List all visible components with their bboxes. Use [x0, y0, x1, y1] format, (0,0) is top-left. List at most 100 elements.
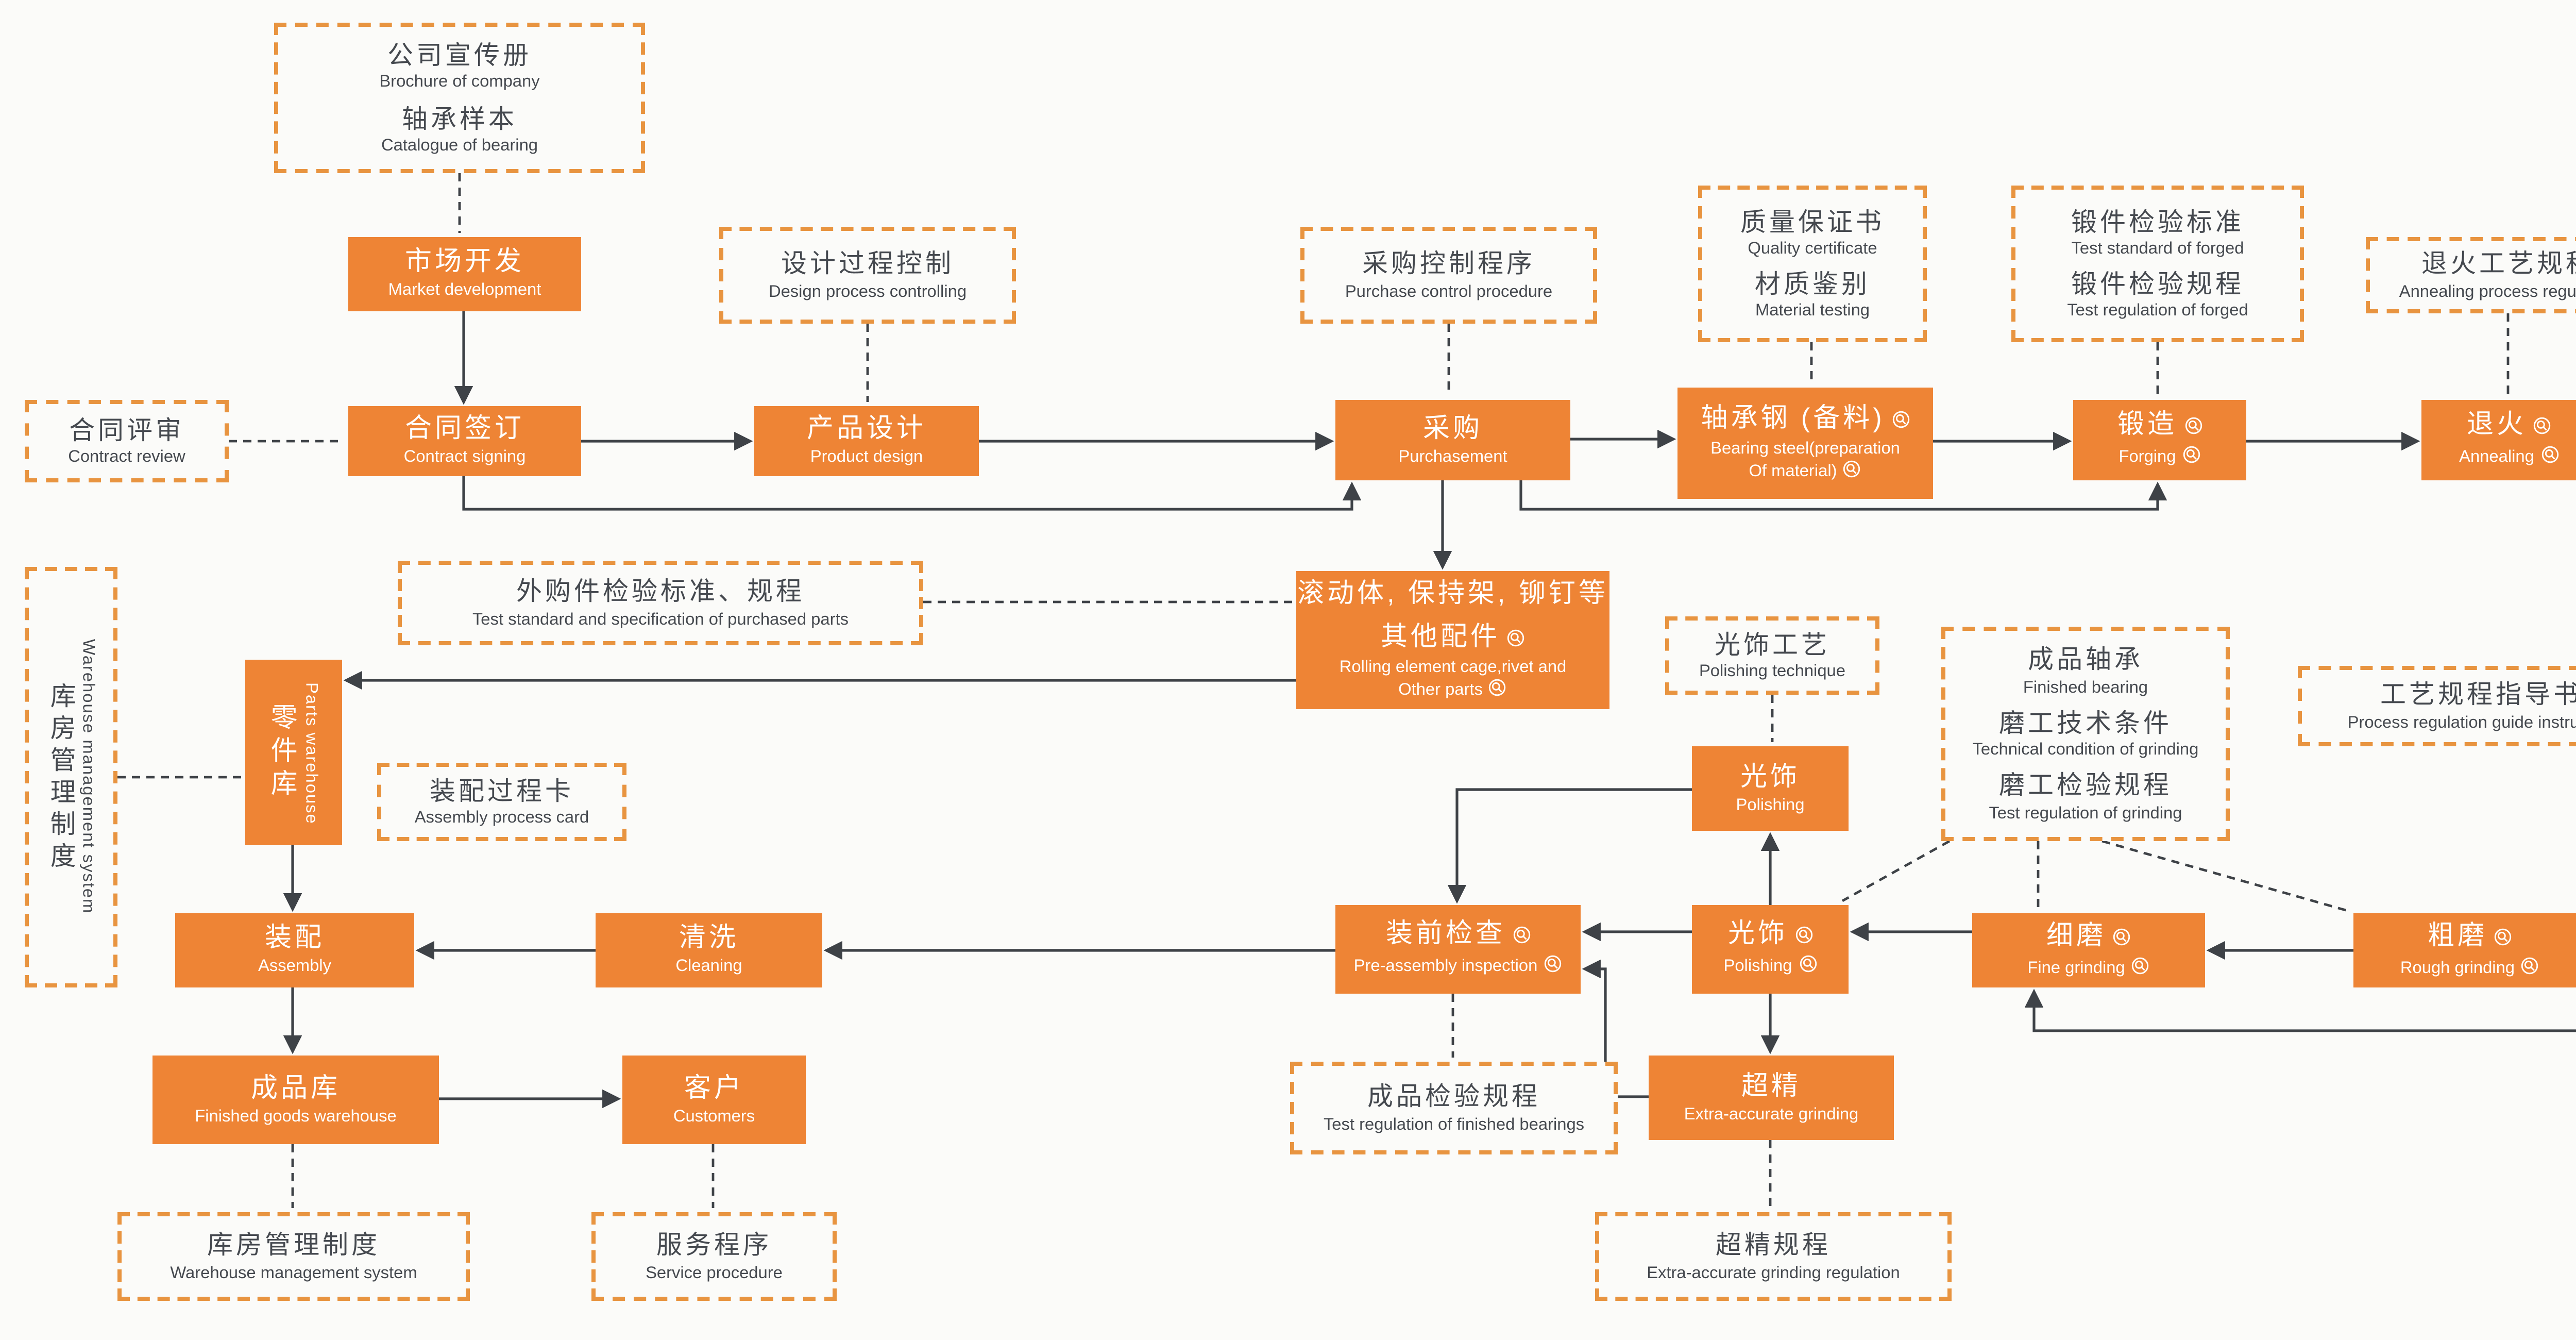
finished-bearings-test-line-1: Test regulation of finished bearings: [1324, 1114, 1584, 1135]
design-process-controlling-line-1: Design process controlling: [769, 281, 967, 303]
forging-line-0: 锻造: [2117, 409, 2202, 446]
connector-grinding-docs-to-rough-grinding: [2102, 840, 2350, 913]
node-polishing-technique: 光饰工艺 Polishing technique: [1665, 616, 1879, 695]
service-procedure-line-0: 服务程序: [656, 1229, 772, 1263]
customers-label-0: 客户: [684, 1071, 744, 1103]
polishing-technique-label-1: Polishing technique: [1699, 662, 1845, 680]
forged-test-docs-line-2: 锻件检验规程: [2071, 268, 2244, 301]
warehouse-management-bottom-label-0: 库房管理制度: [207, 1231, 380, 1260]
pre-assembly-inspection-label-0: 装前检查: [1385, 918, 1505, 949]
quality-certificate-line-3: Material testing: [1755, 301, 1870, 323]
assembly-process-card-label-1: Assembly process card: [414, 808, 589, 827]
connector-extra-grinding-to-pre-assembly: [1582, 959, 1649, 1098]
forged-test-docs-label-0: 锻件检验标准: [2071, 207, 2244, 236]
rough-grinding-label-0: 粗磨: [2427, 919, 2487, 950]
annealing-process-regulation-line-0: 退火工艺规程: [2421, 248, 2576, 281]
brochure-docs-line-0: 公司宣传册: [387, 39, 532, 73]
finished-goods-warehouse-label-0: 成品库: [250, 1071, 341, 1103]
extra-accurate-grinding-label-1: Extra-accurate grinding: [1684, 1104, 1859, 1124]
brochure-docs-line-3: Catalogue of bearing: [381, 136, 538, 157]
finished-goods-warehouse-label-1: Finished goods warehouse: [195, 1107, 397, 1126]
polishing-upper-line-1: Polishing: [1736, 795, 1805, 816]
pre-assembly-inspection-label-1: Pre-assembly inspection: [1353, 957, 1538, 976]
brochure-docs-line-2: 轴承样本: [402, 102, 517, 136]
connector-grinding-docs-to-polishing-lower: [1841, 840, 1951, 902]
rolling-element-parts-line-3: Other parts: [1398, 678, 1507, 703]
node-customers: 客户 Customers: [622, 1056, 806, 1144]
bearing-steel-line-1: Bearing steel(preparation: [1710, 439, 1900, 460]
grinding-docs-label-5: Test regulation of grinding: [1989, 803, 2182, 822]
rough-grinding-label-1: Rough grinding: [2400, 958, 2515, 977]
purchased-parts-test-line-1: Test standard and specification of purch…: [472, 609, 849, 630]
purchasement-label-0: 采购: [1422, 412, 1483, 443]
contract-review-line-0: 合同评审: [69, 414, 184, 447]
contract-review-label-0: 合同评审: [69, 416, 184, 445]
parts-warehouse-label-en: Parts warehouse: [302, 681, 321, 824]
fine-grinding-label-0: 细磨: [2046, 919, 2106, 950]
warehouse-management-bottom-label-1: Warehouse management system: [170, 1263, 417, 1281]
quality-certificate-label-0: 质量保证书: [1740, 207, 1885, 236]
finished-bearings-test-line-0: 成品检验规程: [1367, 1081, 1540, 1114]
grinding-docs-label-3: Technical condition of grinding: [1972, 740, 2199, 759]
contract-signing-label-0: 合同签订: [404, 413, 524, 444]
design-process-controlling-label-0: 设计过程控制: [781, 250, 954, 279]
finished-goods-warehouse-line-1: Finished goods warehouse: [195, 1107, 396, 1128]
rolling-element-parts-label-0: 滚动体, 保持架, 铆钉等: [1297, 577, 1608, 608]
market-development-label-1: Market development: [388, 281, 541, 300]
warehouse-management-bottom-line-0: 库房管理制度: [207, 1229, 380, 1263]
quality-certificate-label-2: 材质鉴别: [1754, 270, 1870, 299]
market-development-line-1: Market development: [388, 281, 541, 302]
process-regulation-guide-line-0: 工艺规程指导书: [2380, 679, 2576, 712]
annealing-label-0: 退火: [2466, 409, 2527, 440]
grinding-docs-line-2: 磨工技术条件: [1999, 707, 2172, 740]
qc-inspection-icon: [2112, 922, 2131, 957]
quality-certificate-label-1: Quality certificate: [1748, 239, 1877, 257]
forged-test-docs-line-0: 锻件检验标准: [2071, 205, 2244, 239]
assembly-label-1: Assembly: [258, 957, 331, 976]
cleaning-label-0: 清洗: [679, 922, 739, 953]
brochure-docs-label-3: Catalogue of bearing: [381, 136, 538, 154]
product-design-label-0: 产品设计: [806, 413, 926, 444]
brochure-docs-label-0: 公司宣传册: [387, 41, 532, 70]
purchased-parts-test-line-0: 外购件检验标准、规程: [516, 576, 805, 609]
polishing-upper-label-1: Polishing: [1736, 795, 1805, 814]
extra-accurate-grinding-regulation-line-0: 超精规程: [1716, 1229, 1831, 1263]
qc-inspection-icon: [1544, 955, 1562, 980]
process-regulation-guide-label-1: Process regulation guide instruction: [2347, 712, 2576, 731]
service-procedure-label-1: Service procedure: [646, 1263, 783, 1281]
bearing-steel-label-2: Of material): [1749, 461, 1837, 480]
assembly-process-card-line-1: Assembly process card: [415, 808, 589, 829]
product-design-line-0: 产品设计: [807, 413, 926, 448]
fine-grinding-label-1: Fine grinding: [2027, 958, 2125, 977]
customers-line-1: Customers: [673, 1107, 755, 1128]
pre-assembly-inspection-line-0: 装前检查: [1386, 918, 1530, 956]
finished-goods-warehouse-line-0: 成品库: [251, 1072, 341, 1107]
service-procedure-line-1: Service procedure: [646, 1263, 783, 1284]
contract-review-line-1: Contract review: [68, 447, 185, 468]
polishing-lower-line-1: Polishing: [1724, 955, 1817, 980]
annealing-line-0: 退火: [2467, 409, 2551, 446]
polishing-technique-label-0: 光饰工艺: [1714, 630, 1830, 659]
assembly-process-card-line-0: 装配过程卡: [430, 775, 574, 808]
process-regulation-guide-label-0: 工艺规程指导书: [2380, 681, 2576, 710]
rolling-element-parts-label-2: Rolling element cage,rivet and: [1339, 657, 1567, 676]
annealing-process-regulation-label-0: 退火工艺规程: [2421, 250, 2576, 279]
assembly-line-1: Assembly: [258, 957, 331, 978]
contract-signing-line-0: 合同签订: [405, 413, 524, 448]
